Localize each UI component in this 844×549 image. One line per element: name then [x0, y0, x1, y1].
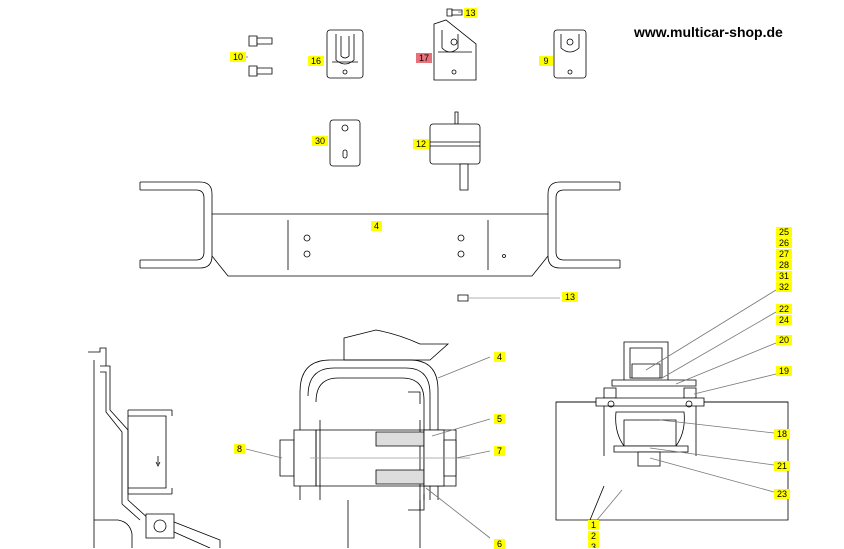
- bracket-part-16: [327, 30, 363, 78]
- callout-8[interactable]: 8: [234, 444, 245, 454]
- callout-18[interactable]: 18: [774, 429, 790, 439]
- callout-4-crossmember[interactable]: 4: [371, 221, 382, 231]
- callout-17[interactable]: 17: [416, 53, 432, 63]
- plate-part-30: [330, 120, 360, 166]
- callout-28[interactable]: 28: [776, 260, 792, 270]
- site-watermark: www.multicar-shop.de: [634, 24, 783, 40]
- callout-24[interactable]: 24: [776, 315, 792, 325]
- callout-2[interactable]: 2: [588, 531, 599, 541]
- callout-20[interactable]: 20: [776, 335, 792, 345]
- left-side-view: [88, 348, 220, 548]
- crossmember-part-4: [140, 182, 620, 276]
- bracket-part-17: [434, 20, 476, 80]
- callout-9[interactable]: 9: [539, 56, 553, 66]
- callout-16[interactable]: 16: [308, 56, 324, 66]
- callout-3[interactable]: 3: [588, 542, 599, 548]
- callout-13-top[interactable]: 13: [464, 8, 477, 18]
- bracket-part-9: [554, 30, 586, 78]
- callout-13-lower[interactable]: 13: [562, 292, 578, 302]
- callout-26[interactable]: 26: [776, 238, 792, 248]
- callout-25[interactable]: 25: [776, 227, 792, 237]
- callout-5[interactable]: 5: [494, 414, 505, 424]
- callout-23[interactable]: 23: [774, 489, 790, 499]
- callout-30[interactable]: 30: [312, 136, 328, 146]
- callout-22[interactable]: 22: [776, 304, 792, 314]
- callout-10[interactable]: 10: [230, 52, 246, 62]
- callout-12[interactable]: 12: [413, 139, 429, 149]
- center-section-view: [280, 330, 470, 548]
- callout-32[interactable]: 32: [776, 282, 792, 292]
- leader-lines-center: [246, 357, 490, 538]
- callout-27[interactable]: 27: [776, 249, 792, 259]
- callout-21[interactable]: 21: [774, 461, 790, 471]
- callout-4-section[interactable]: 4: [494, 352, 505, 362]
- callout-1[interactable]: 1: [588, 520, 599, 530]
- bolt-part-13-lower: [458, 295, 560, 301]
- bolt-part-10: [249, 36, 272, 76]
- callout-7[interactable]: 7: [494, 446, 505, 456]
- callout-31[interactable]: 31: [776, 271, 792, 281]
- bolt-part-13-top: [447, 9, 462, 16]
- callout-19[interactable]: 19: [776, 366, 792, 376]
- callout-6[interactable]: 6: [494, 539, 505, 549]
- rubber-mount-part-12: [430, 112, 480, 190]
